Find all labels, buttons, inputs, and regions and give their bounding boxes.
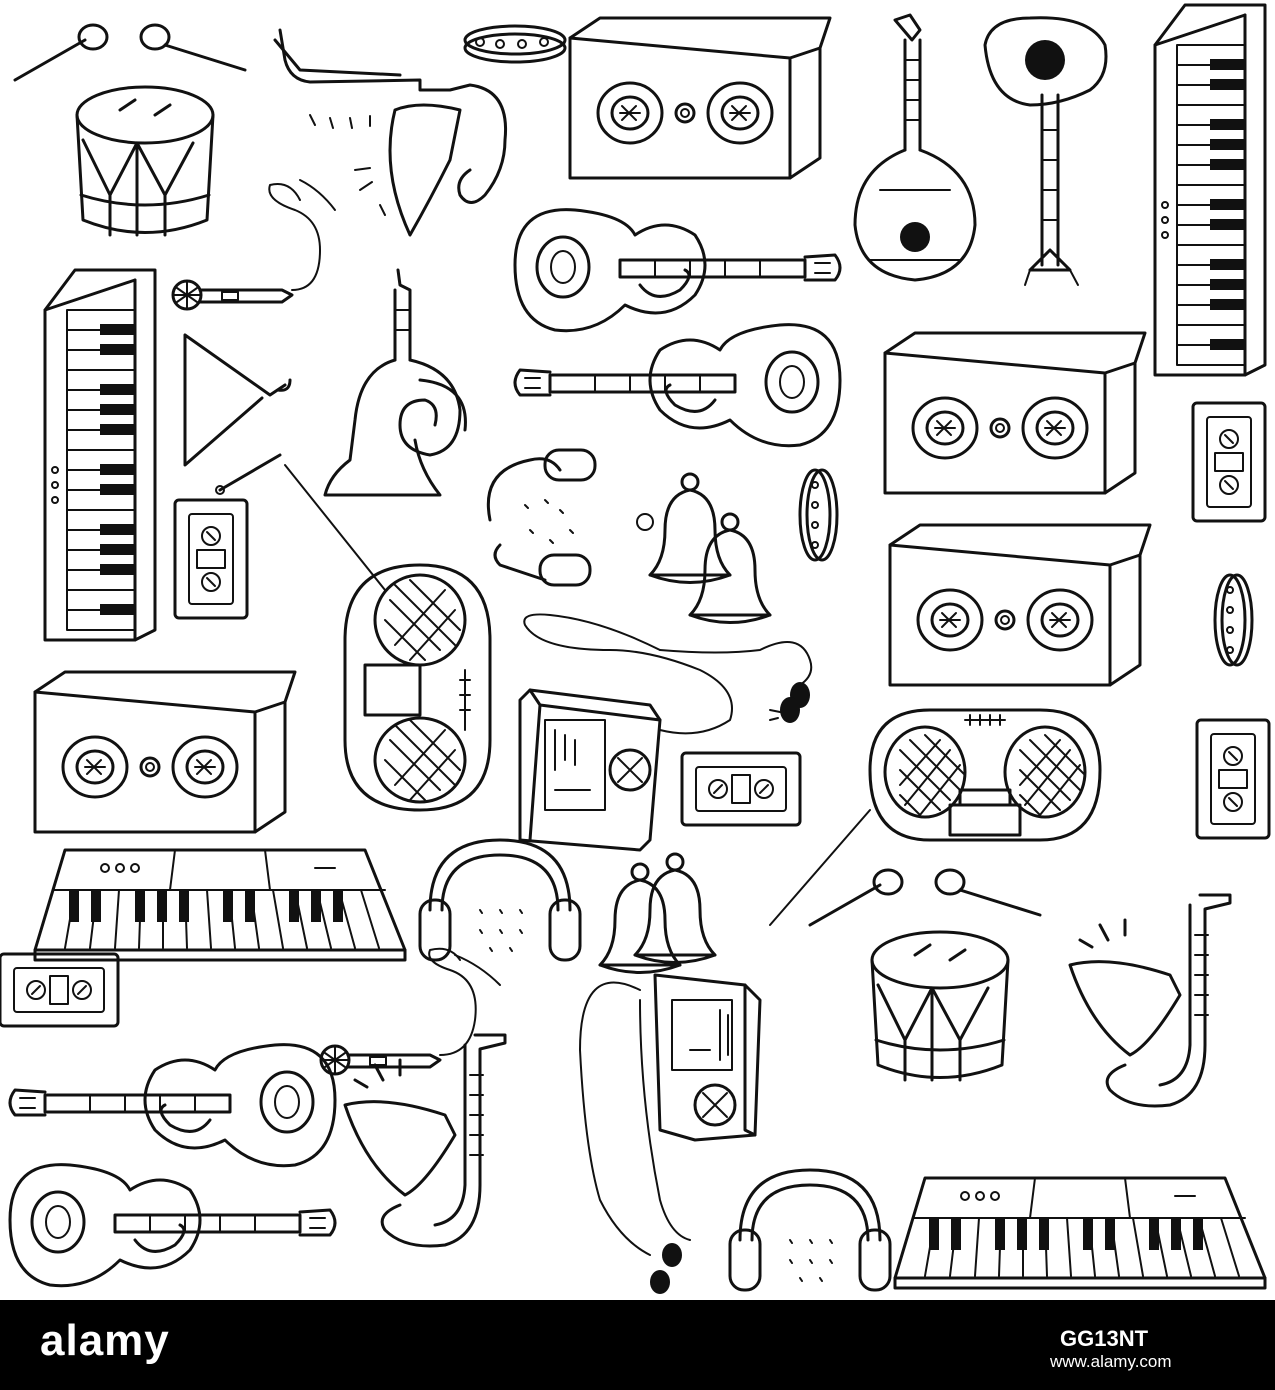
speaker-icon — [33, 670, 297, 834]
watermark-bar — [0, 1300, 1275, 1390]
drum-icon — [808, 868, 1042, 1082]
mandolin-icon — [853, 13, 977, 282]
mp3-player-icon — [653, 973, 762, 1142]
bell-icon — [636, 472, 772, 624]
keyboard-icon — [43, 268, 157, 642]
trumpet-icon — [323, 268, 467, 497]
cassette-icon — [680, 751, 802, 827]
headphones-icon — [418, 838, 582, 962]
keyboard-icon — [893, 1176, 1267, 1290]
earphones-icon — [523, 613, 813, 735]
headphones-icon — [486, 448, 597, 587]
microphone-icon — [171, 179, 336, 311]
image-id: GG13NT — [1060, 1326, 1149, 1351]
sitar-icon — [983, 16, 1108, 286]
doodle-illustration — [0, 3, 1271, 1294]
drum-icon — [13, 23, 247, 237]
speaker-icon — [568, 16, 832, 180]
cassette-icon — [0, 952, 120, 1028]
cassette-icon — [173, 498, 249, 620]
radio-icon — [769, 708, 1102, 926]
tambourine-icon — [463, 24, 567, 64]
site-url: www.alamy.com — [1050, 1352, 1172, 1371]
guitar-icon — [8, 1163, 337, 1288]
speaker-icon — [883, 331, 1147, 495]
mp3-player-icon — [518, 688, 662, 852]
microphone-icon — [319, 947, 501, 1076]
guitar-icon — [513, 208, 842, 333]
headphones-icon — [728, 1168, 892, 1292]
brand-logo: alamy — [40, 1316, 170, 1365]
saxophone-icon — [1068, 893, 1232, 1108]
earphones-icon — [579, 981, 691, 1294]
speaker-icon — [888, 523, 1152, 687]
keyboard-icon — [1153, 3, 1267, 377]
cassette-icon — [1195, 718, 1271, 840]
radio-icon — [284, 464, 492, 812]
tambourine-icon — [798, 468, 839, 562]
bell-icon — [598, 852, 717, 974]
guitar-icon — [8, 1043, 337, 1168]
tambourine-icon — [1213, 573, 1254, 667]
saxophone-icon — [273, 28, 508, 237]
keyboard-icon — [33, 848, 407, 962]
cassette-icon — [1191, 401, 1267, 523]
guitar-icon — [513, 323, 842, 448]
triangle-icon — [183, 333, 292, 495]
